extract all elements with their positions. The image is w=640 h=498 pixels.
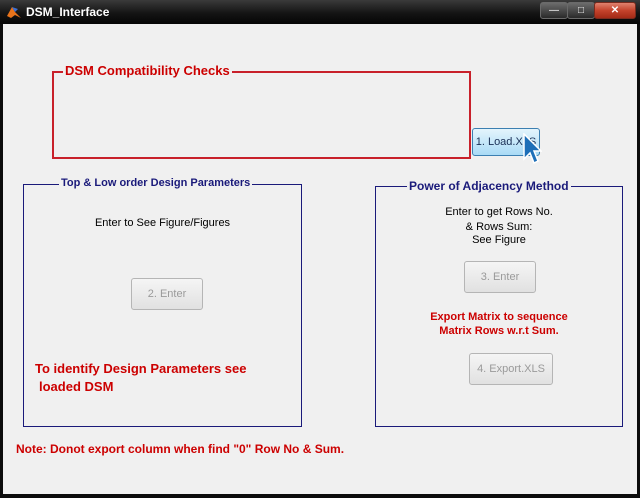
- footer-note: Note: Donot export column when find "0" …: [16, 442, 345, 456]
- window-title: DSM_Interface: [26, 5, 110, 19]
- matlab-icon: [7, 7, 21, 18]
- identify-note-line2: loaded DSM: [39, 379, 114, 394]
- maximize-button[interactable]: □: [567, 2, 595, 19]
- design-params-title: Top & Low order Design Parameters: [59, 177, 253, 189]
- figure-instruction: Enter to See Figure/Figures: [94, 217, 231, 229]
- rows-instruction-line3: See Figure: [472, 234, 526, 246]
- minimize-button[interactable]: —: [540, 2, 568, 19]
- rows-instruction-line1: Enter to get Rows No.: [445, 206, 553, 218]
- client-area: DSM Compatibility Checks 1. Load.XLS Top…: [3, 24, 637, 494]
- adjacency-title: Power of Adjacency Method: [407, 179, 571, 193]
- enter-figure-button[interactable]: 2. Enter: [131, 278, 203, 310]
- close-button[interactable]: ✕: [594, 2, 636, 19]
- arrow-cursor-icon: [523, 133, 542, 165]
- rows-instruction-line2: & Rows Sum:: [465, 221, 533, 233]
- export-text-line2: Matrix Rows w.r.t Sum.: [439, 325, 559, 337]
- identify-note-line1: To identify Design Parameters see: [35, 361, 247, 376]
- title-bar[interactable]: DSM_Interface — □ ✕: [0, 0, 640, 24]
- export-text-line1: Export Matrix to sequence: [430, 311, 568, 323]
- export-xls-button[interactable]: 4. Export.XLS: [469, 353, 553, 385]
- compat-panel-title: DSM Compatibility Checks: [63, 63, 232, 78]
- compat-panel: [52, 71, 471, 159]
- enter-rows-button[interactable]: 3. Enter: [464, 261, 536, 293]
